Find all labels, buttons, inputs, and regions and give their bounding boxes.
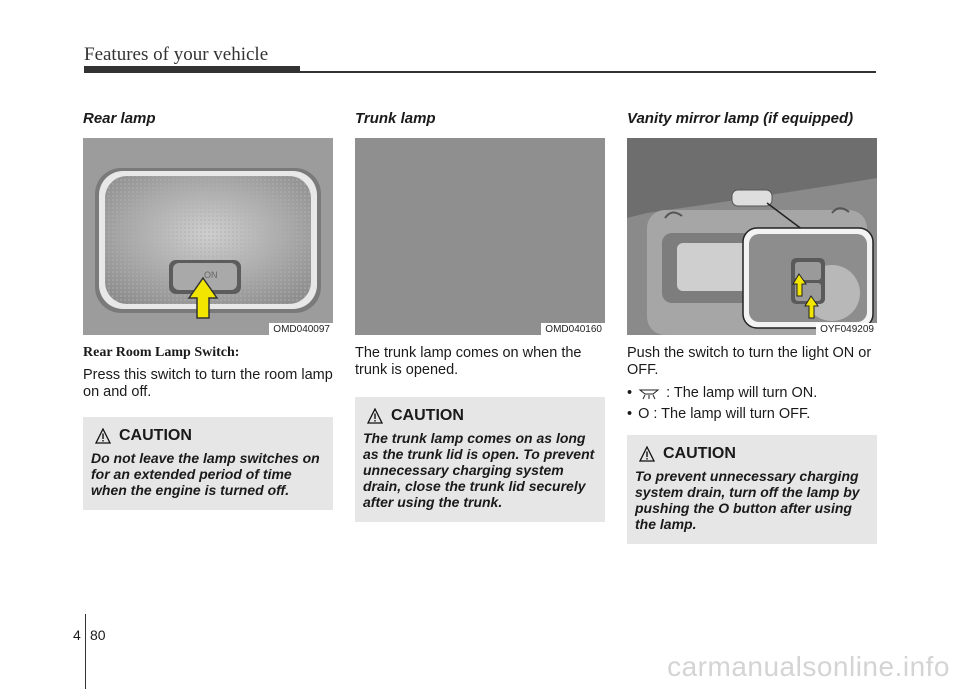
section-title: Trunk lamp	[355, 110, 436, 127]
lamp-on-icon	[638, 389, 660, 399]
rear-lamp-figure: ON OMD040097	[83, 138, 333, 335]
figure-code: OMD040097	[269, 323, 333, 335]
body-text: Press this switch to turn the room lamp …	[83, 367, 333, 400]
body-text: The trunk lamp comes on when the trunk i…	[355, 345, 582, 378]
caution-text: To prevent unnecessary charging system d…	[635, 468, 860, 532]
figure-code: OYF049209	[816, 323, 877, 335]
trunk-lamp-figure: OMD040160	[355, 138, 605, 335]
trunk-lamp-section: Trunk lamp OMD040160 The trunk lamp come…	[355, 110, 605, 522]
warning-icon	[639, 446, 655, 462]
bullet-text: O : The lamp will turn OFF.	[638, 406, 811, 422]
bullet-lamp-off: • O : The lamp will turn OFF.	[627, 406, 811, 422]
caution-title: CAUTION	[391, 407, 464, 424]
switch-on-label: ON	[204, 270, 218, 280]
page-number: 80	[90, 627, 106, 643]
vanity-mirror-lamp-section: Vanity mirror lamp (if equipped) OYF0492…	[627, 110, 877, 544]
header-rule	[84, 71, 876, 73]
arrow-icon	[187, 276, 219, 319]
caution-box: CAUTION Do not leave the lamp switches o…	[83, 417, 333, 510]
page-number-divider	[85, 614, 86, 689]
bullet-lamp-on: • : The lamp will turn ON.	[627, 385, 818, 401]
caution-text: Do not leave the lamp switches on for an…	[91, 450, 320, 498]
caution-box: CAUTION The trunk lamp comes on as long …	[355, 397, 605, 522]
section-title: Rear lamp	[83, 110, 156, 127]
section-title: Vanity mirror lamp (if equipped)	[627, 110, 854, 127]
figure-caption: Rear Room Lamp Switch:	[83, 345, 240, 360]
watermark: carmanualsonline.info	[667, 651, 950, 682]
caution-text: The trunk lamp comes on as long as the t…	[363, 430, 595, 510]
caution-box: CAUTION To prevent unnecessary charging …	[627, 435, 877, 544]
page-header-title: Features of your vehicle	[84, 44, 269, 65]
warning-icon	[95, 428, 111, 444]
rear-lamp-section: Rear lamp ON OMD040097 Rear Room Lamp Sw…	[83, 110, 333, 510]
arrow-icon	[804, 295, 819, 319]
warning-icon	[367, 408, 383, 424]
chapter-number: 4	[73, 627, 81, 643]
caution-title: CAUTION	[663, 445, 736, 462]
header-rule-thick	[84, 66, 300, 73]
figure-code: OMD040160	[541, 323, 605, 335]
vanity-mirror-figure: OYF049209	[627, 138, 877, 335]
arrow-icon	[792, 273, 807, 297]
caution-title: CAUTION	[119, 427, 192, 444]
body-text: Push the switch to turn the light ON or …	[627, 345, 872, 378]
bullet-text: : The lamp will turn ON.	[666, 385, 818, 401]
